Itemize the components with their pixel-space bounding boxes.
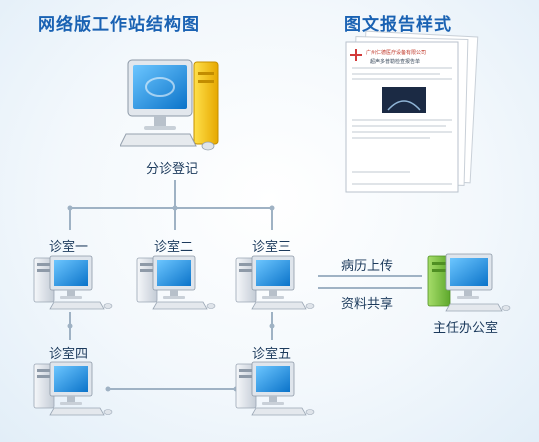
report-hospital-name: 广州仁德医疗设备有限公司 <box>366 49 426 56</box>
report-title: 图文报告样式 <box>344 15 452 35</box>
room5-label: 诊室五 <box>252 347 292 362</box>
upload-label: 病历上传 <box>341 259 394 274</box>
director-computer <box>427 253 511 312</box>
room2-label: 诊室二 <box>154 240 194 255</box>
hospital-logo-icon <box>350 49 362 61</box>
registration-label: 分诊登记 <box>146 162 199 177</box>
room3-label: 诊室三 <box>252 240 292 255</box>
report-document-title: 超声多普勒检查报告单 <box>370 58 420 65</box>
room1-label: 诊室一 <box>49 240 89 255</box>
room4-label: 诊室四 <box>49 347 89 362</box>
diagram-title: 网络版工作站结构图 <box>38 15 200 35</box>
director-label: 主任办公室 <box>433 321 499 336</box>
registration-computer <box>120 59 219 151</box>
report-page <box>345 41 459 193</box>
share-label: 资料共享 <box>341 297 394 312</box>
